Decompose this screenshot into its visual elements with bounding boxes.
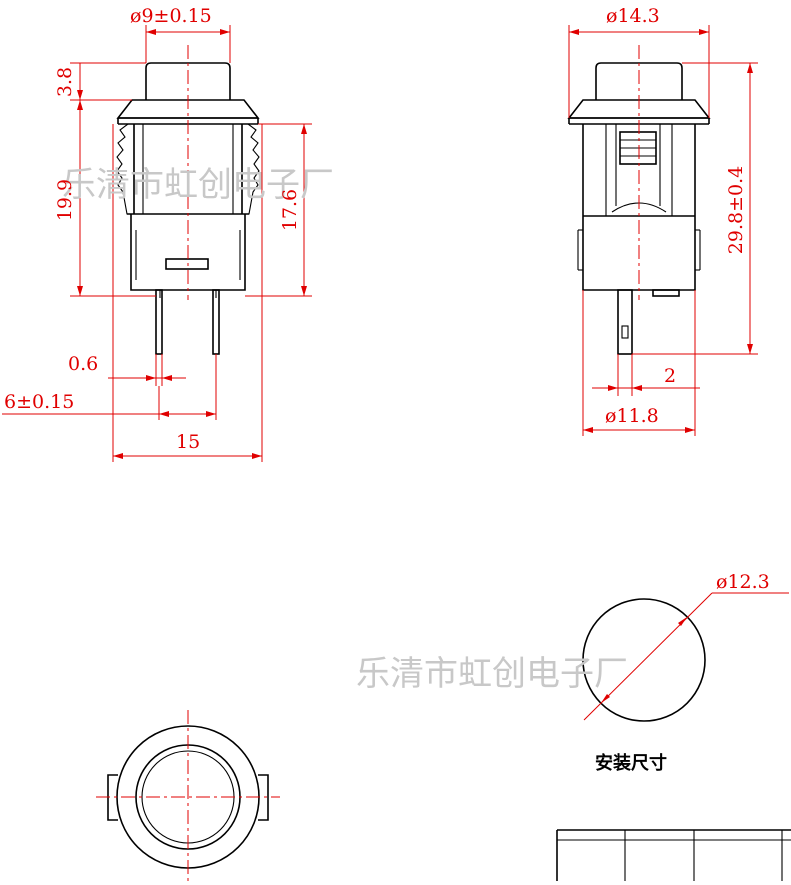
side-view-dimensions <box>568 25 758 436</box>
dim-pin-width: 0.6 <box>68 353 98 375</box>
top-view <box>96 710 280 881</box>
dim-clip-height: 17.6 <box>279 189 301 231</box>
dim-panel-hole: ø12.3 <box>716 571 770 593</box>
front-view-dimensions <box>2 25 312 462</box>
side-view <box>567 45 711 355</box>
panel-cutout <box>582 592 789 722</box>
watermark-top: 乐清市虹创电子厂 <box>62 165 334 205</box>
dim-pin-pitch: 6±0.15 <box>4 391 74 413</box>
dim-body-dia: ø11.8 <box>605 405 659 427</box>
dim-total-width: 15 <box>176 431 200 453</box>
dim-pin-offset: 2 <box>664 365 676 387</box>
mounting-caption: 安装尺寸 <box>595 752 667 774</box>
dim-body-height: 19.9 <box>54 179 76 221</box>
dim-total-height: 29.8±0.4 <box>725 166 747 254</box>
dim-flange-dia: ø14.3 <box>606 5 660 27</box>
dim-button-dia: ø9±0.15 <box>130 5 212 27</box>
watermark-bottom: 乐清市虹创电子厂 <box>356 654 628 694</box>
title-block <box>556 829 791 881</box>
dim-cap-height: 3.8 <box>54 67 76 97</box>
